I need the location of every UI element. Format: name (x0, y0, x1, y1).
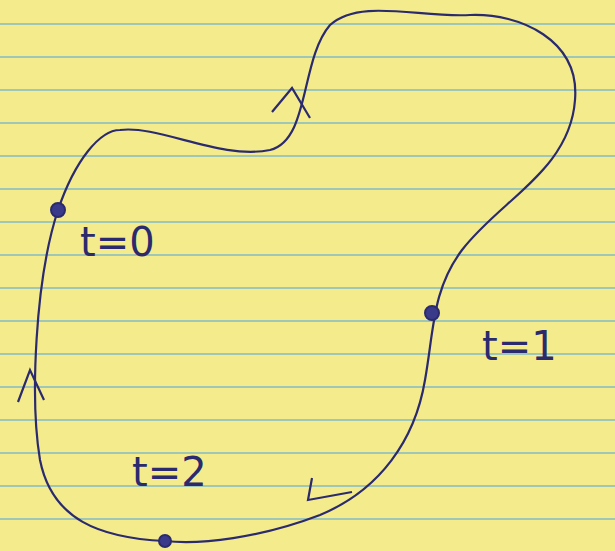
ruled-lines (0, 24, 615, 519)
time-label: t=2 (132, 452, 207, 492)
closed-curve (35, 11, 575, 542)
time-label: t=0 (80, 222, 155, 262)
point-dots (51, 203, 439, 547)
time-label: t=1 (482, 326, 557, 366)
direction-arrows (18, 88, 352, 500)
